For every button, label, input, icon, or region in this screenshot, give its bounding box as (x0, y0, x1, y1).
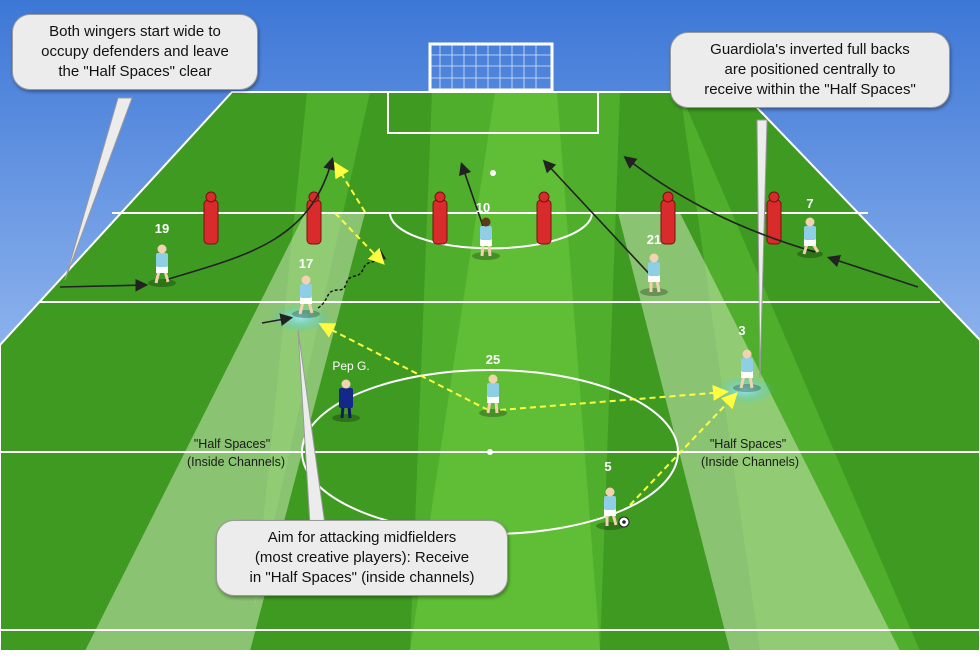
callout-line: Guardiola's inverted full backs (681, 40, 939, 60)
callout-line: the "Half Spaces" clear (23, 62, 247, 82)
player-number: 7 (806, 196, 813, 211)
player-number: 25 (486, 352, 500, 367)
callout-line: occupy defenders and leave (23, 42, 247, 62)
player-number: 21 (647, 232, 661, 247)
player-number: 10 (476, 200, 490, 215)
player-number: 19 (155, 221, 169, 236)
player-number: 17 (299, 256, 313, 271)
zone-label-line: "Half Spaces" (194, 437, 270, 451)
player-number: 3 (738, 323, 745, 338)
callout-line: are positioned centrally to (681, 60, 939, 80)
callout-line: in "Half Spaces" (inside channels) (227, 568, 497, 588)
callout-fullbacks: Guardiola's inverted full backs are posi… (670, 32, 950, 108)
player-number: 5 (604, 459, 611, 474)
coach-label: Pep G. (332, 359, 369, 373)
callout-line: (most creative players): Receive (227, 548, 497, 568)
zone-label-line: "Half Spaces" (710, 437, 786, 451)
football (619, 517, 629, 527)
callout-line: Aim for attacking midfielders (227, 528, 497, 548)
callout-wingers: Both wingers start wide to occupy defend… (12, 14, 258, 90)
zone-label-line: (Inside Channels) (187, 455, 285, 469)
zone-label-line: (Inside Channels) (701, 455, 799, 469)
callout-line: Both wingers start wide to (23, 22, 247, 42)
callout-line: receive within the "Half Spaces" (681, 80, 939, 100)
callout-midfielders: Aim for attacking midfielders (most crea… (216, 520, 508, 596)
